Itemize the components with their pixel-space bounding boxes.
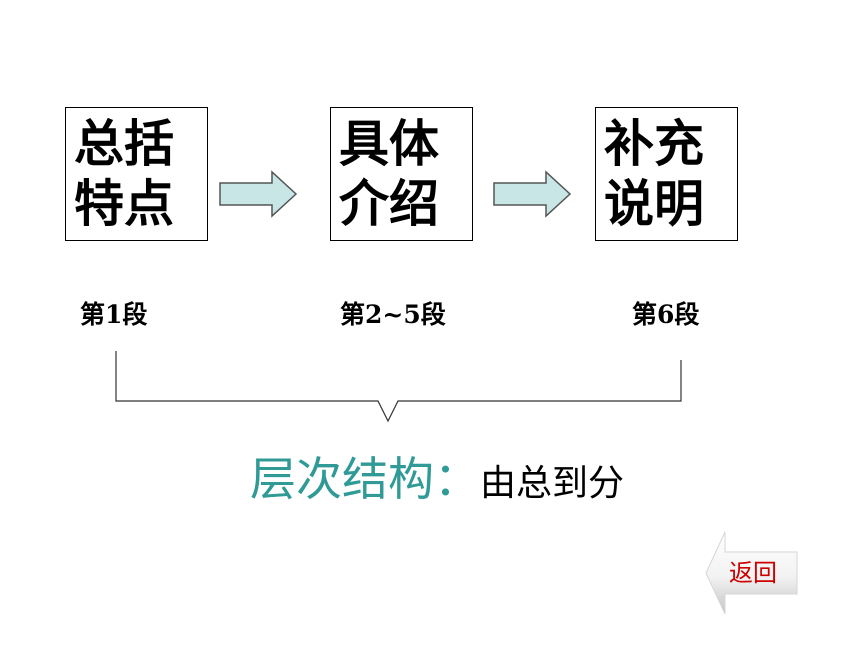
step-box-detail: 具体 介绍 [330, 107, 473, 241]
step-box-line: 总括 [74, 115, 174, 173]
structure-value: 由总到分 [480, 463, 625, 504]
segment-label: 第1段 [80, 300, 148, 329]
step-box-summary: 总括 特点 [65, 107, 208, 241]
back-button-label: 返回 [729, 559, 777, 587]
step-box-line: 介绍 [339, 175, 439, 233]
structure-label: 层次结构： [250, 452, 480, 506]
segment-label: 第2~5段 [340, 300, 446, 329]
segment-label: 第6段 [632, 300, 700, 329]
right-arrow-icon [492, 170, 572, 218]
back-arrow-icon [705, 531, 798, 615]
step-box-line: 具体 [339, 115, 439, 173]
step-box-line: 说明 [604, 175, 704, 233]
grouping-brace [110, 348, 690, 426]
structure-summary: 层次结构：由总到分 [250, 448, 624, 515]
right-arrow-icon [218, 170, 298, 218]
back-button[interactable]: 返回 [705, 530, 799, 618]
step-box-line: 补充 [604, 115, 704, 173]
step-box-supplement: 补充 说明 [595, 107, 738, 241]
step-box-line: 特点 [74, 175, 174, 233]
